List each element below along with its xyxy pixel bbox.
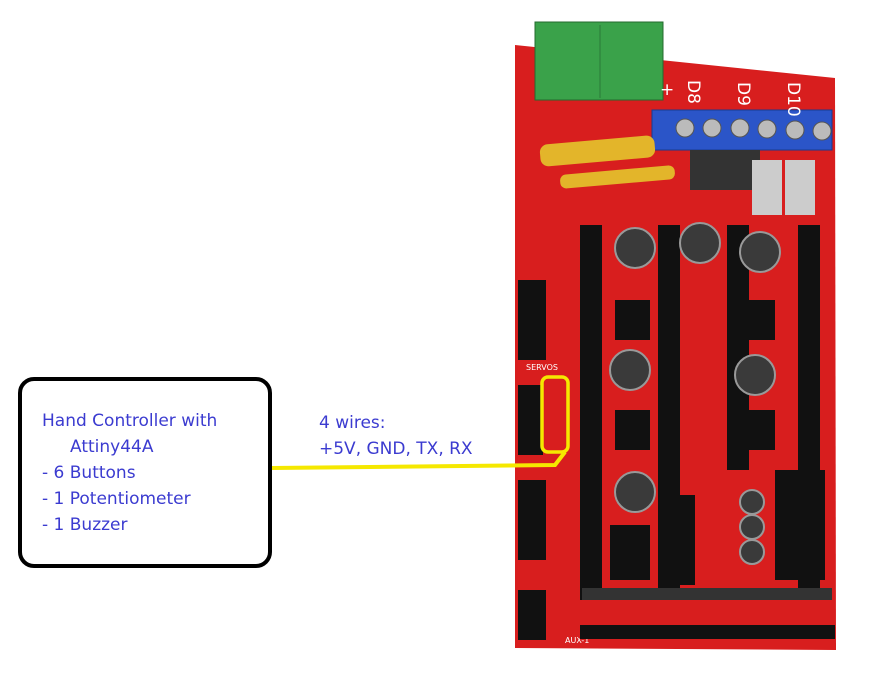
label-d10: D10 xyxy=(783,82,803,117)
hand-controller-box xyxy=(18,377,272,568)
fuse xyxy=(539,135,656,167)
mosfet xyxy=(690,150,760,190)
capacitors xyxy=(609,222,781,565)
feature-buttons: - 6 Buttons xyxy=(42,463,136,483)
label-plus: + xyxy=(660,80,674,100)
controller-chip: Attiny44A xyxy=(70,437,154,457)
feature-buzzer: - 1 Buzzer xyxy=(42,515,128,535)
green-power-terminal xyxy=(534,21,664,101)
wire-signals: +5V, GND, TX, RX xyxy=(319,439,473,459)
controller-title: Hand Controller with xyxy=(42,411,218,431)
wire-count: 4 wires: xyxy=(319,413,386,433)
hand-controller-text: Hand Controller with Attiny44A - 6 Butto… xyxy=(42,408,217,538)
wire-label: 4 wires: +5V, GND, TX, RX xyxy=(319,410,473,462)
aux-header-highlight xyxy=(540,375,570,454)
label-aux1: AUX-1 xyxy=(565,636,589,645)
feature-potentiometer: - 1 Potentiometer xyxy=(42,489,191,509)
wire-line xyxy=(271,450,567,470)
label-servos: SERVOS xyxy=(526,363,558,372)
label-d9: D9 xyxy=(733,82,753,106)
fuse xyxy=(560,165,675,189)
pin-headers xyxy=(518,225,835,640)
label-d8: D8 xyxy=(683,80,703,104)
